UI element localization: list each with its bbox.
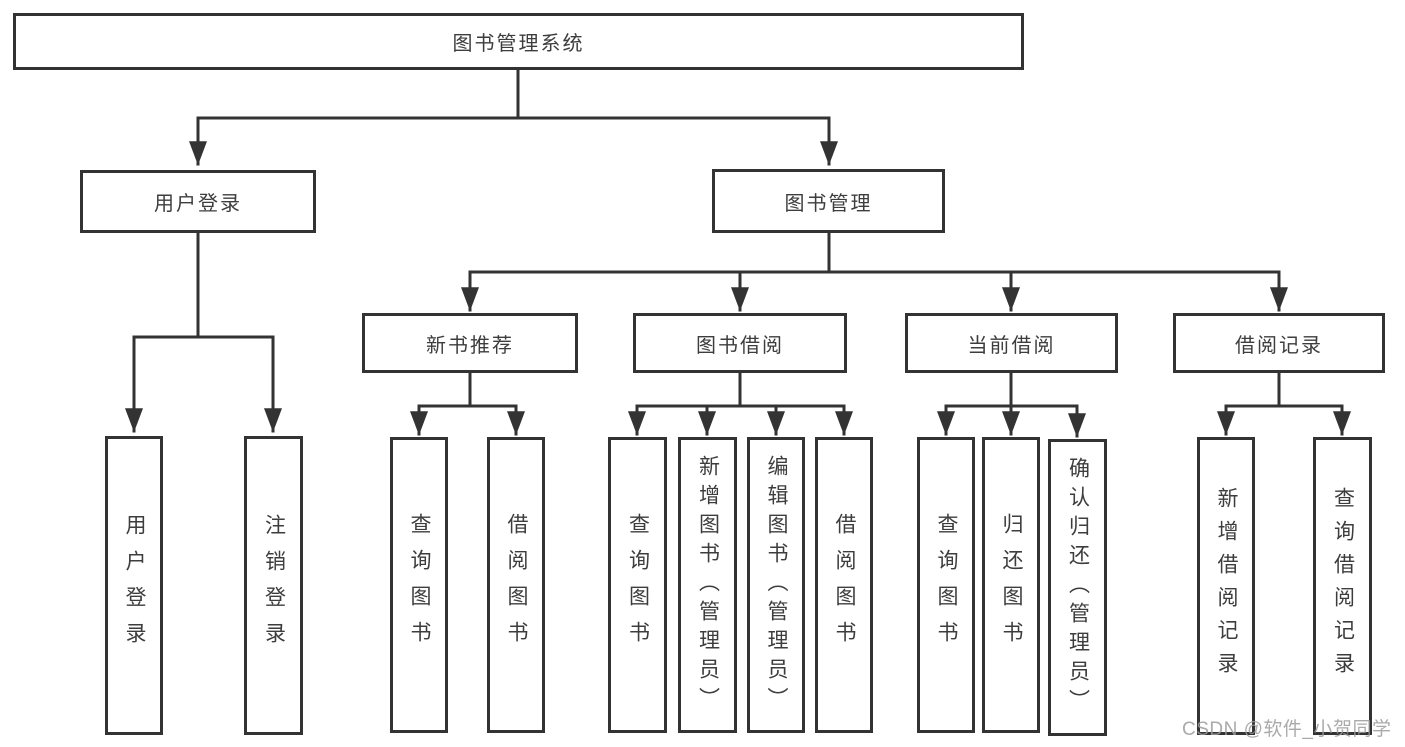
node-borrowing-records-label: 借阅记录 [1235, 334, 1323, 357]
node-book-borrowing-label: 图书借阅 [696, 334, 784, 357]
leaf-user-login: 用户登录 [105, 436, 163, 735]
leaf-current-query-books-label: 查询图书 [935, 513, 959, 657]
leaf-records-query-record: 查询借阅记录 [1313, 437, 1372, 735]
leaf-current-confirm-return-admin: 确认归还（管理员） [1048, 439, 1107, 736]
leaf-recommend-query-books: 查询图书 [390, 437, 448, 733]
leaf-records-query-record-label: 查询借阅记录 [1331, 487, 1355, 685]
node-new-book-recommend-label: 新书推荐 [426, 334, 514, 357]
leaf-current-confirm-return-admin-label: 确认归还（管理员） [1066, 457, 1090, 718]
leaf-recommend-borrow-books-label: 借阅图书 [505, 513, 529, 657]
leaf-recommend-borrow-books: 借阅图书 [487, 437, 545, 733]
leaf-borrowing-query-books-label: 查询图书 [626, 513, 650, 657]
node-book-borrowing: 图书借阅 [633, 313, 847, 373]
leaf-logout-login: 注销登录 [244, 436, 303, 735]
leaf-borrowing-edit-books-admin: 编辑图书（管理员） [747, 437, 805, 733]
node-library-system-label: 图书管理系统 [452, 33, 585, 55]
node-book-management-label: 图书管理 [784, 192, 873, 215]
node-borrowing-records: 借阅记录 [1173, 313, 1385, 373]
node-current-borrowing: 当前借阅 [905, 313, 1118, 373]
leaf-borrowing-query-books: 查询图书 [608, 437, 667, 733]
leaf-borrowing-edit-books-admin-label: 编辑图书（管理员） [765, 454, 789, 716]
leaf-borrowing-borrow-books-label: 借阅图书 [833, 513, 857, 657]
leaf-borrowing-add-books-admin: 新增图书（管理员） [678, 437, 737, 733]
leaf-borrowing-borrow-books: 借阅图书 [815, 437, 873, 733]
node-new-book-recommend: 新书推荐 [362, 313, 578, 373]
leaf-current-query-books: 查询图书 [917, 437, 975, 733]
leaf-records-add-record-label: 新增借阅记录 [1215, 487, 1239, 685]
leaf-user-login-label: 用户登录 [123, 513, 147, 658]
leaf-current-return-books: 归还图书 [982, 437, 1040, 733]
leaf-records-add-record: 新增借阅记录 [1197, 437, 1255, 735]
node-library-system: 图书管理系统 [13, 13, 1024, 70]
leaf-recommend-query-books-label: 查询图书 [408, 513, 432, 657]
leaf-borrowing-add-books-admin-label: 新增图书（管理员） [696, 454, 720, 716]
leaf-current-return-books-label: 归还图书 [1000, 513, 1024, 657]
node-user-login: 用户登录 [80, 170, 316, 233]
csdn-watermark: CSDN @软件_小贺同学 [1182, 719, 1392, 740]
node-book-management: 图书管理 [712, 169, 945, 233]
node-current-borrowing-label: 当前借阅 [967, 334, 1056, 357]
node-user-login-label: 用户登录 [154, 193, 242, 215]
leaf-logout-login-label: 注销登录 [262, 513, 286, 658]
